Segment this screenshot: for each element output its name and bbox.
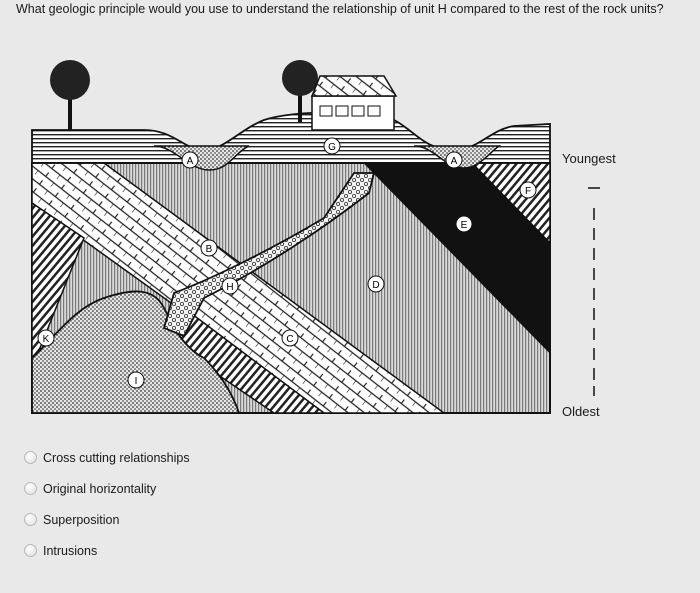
youngest-label: Youngest (562, 151, 616, 166)
geologic-cross-section: A A B C D E F G (31, 60, 600, 414)
unit-label-k: K (37, 329, 55, 347)
option-label: Cross cutting relationships (43, 450, 190, 465)
radio-button[interactable] (24, 513, 37, 526)
svg-text:K: K (43, 334, 50, 345)
unit-label-b: B (200, 239, 218, 257)
question-text: What geologic principle would you use to… (16, 2, 664, 16)
radio-button[interactable] (24, 451, 37, 464)
option-label: Intrusions (43, 543, 98, 558)
option-original-horizontality[interactable]: Original horizontality (24, 473, 190, 504)
svg-text:E: E (461, 220, 468, 231)
svg-text:C: C (286, 334, 293, 345)
unit-label-c: C (281, 329, 299, 347)
oldest-label: Oldest (562, 404, 600, 419)
option-label: Superposition (43, 512, 120, 527)
svg-text:I: I (135, 376, 138, 387)
unit-label-a-left: A (181, 151, 199, 169)
radio-button[interactable] (24, 544, 37, 557)
option-superposition[interactable]: Superposition (24, 504, 190, 535)
unit-label-i: I (127, 371, 145, 389)
svg-text:G: G (328, 142, 336, 153)
unit-label-h: H (221, 277, 239, 295)
svg-text:B: B (206, 244, 213, 255)
unit-label-g: G (323, 137, 341, 155)
option-label: Original horizontality (43, 481, 157, 496)
svg-text:A: A (451, 156, 458, 167)
unit-label-f: F (519, 181, 537, 199)
unit-label-a-right: A (445, 151, 463, 169)
unit-label-e: E (455, 215, 473, 233)
svg-text:D: D (372, 280, 379, 291)
radio-button[interactable] (24, 482, 37, 495)
age-scale (588, 187, 600, 396)
option-intrusions[interactable]: Intrusions (24, 535, 190, 566)
svg-text:A: A (187, 156, 194, 167)
svg-text:F: F (525, 186, 531, 197)
svg-text:H: H (226, 282, 233, 293)
option-cross-cutting[interactable]: Cross cutting relationships (24, 442, 190, 473)
answer-options: Cross cutting relationships Original hor… (24, 442, 190, 566)
unit-label-d: D (367, 275, 385, 293)
